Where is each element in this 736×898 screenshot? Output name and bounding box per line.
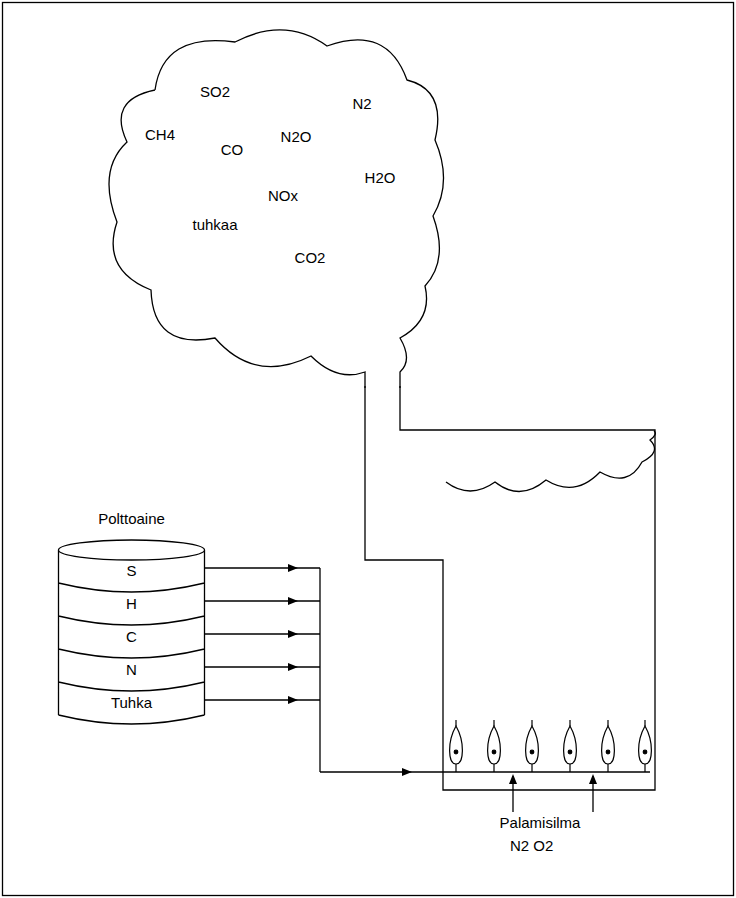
fuel-component: C bbox=[58, 625, 205, 649]
gas-name: CH4 bbox=[145, 126, 175, 144]
air-label: Palamisilma bbox=[500, 814, 581, 832]
burner-pipe bbox=[443, 771, 650, 772]
gas-name: H2O bbox=[365, 169, 396, 187]
node-outline bbox=[95, 20, 450, 390]
smoke-cloud: SO2N2CH4 N2O CO H2O NOx tuhkaaCO2 bbox=[95, 20, 450, 390]
fuel-heading: Polttoaine bbox=[98, 510, 165, 528]
burner-flames bbox=[450, 720, 652, 772]
inner-smoke bbox=[446, 431, 655, 492]
fuel-component: Tuhka bbox=[58, 691, 205, 715]
gas-name: N2 bbox=[352, 95, 371, 113]
gas-name: N2O bbox=[281, 128, 312, 146]
gas-name: CO2 bbox=[295, 249, 326, 267]
fuel-cylinder: PolttoaineSHCNTuhka bbox=[58, 540, 205, 720]
gas-name: NOx bbox=[268, 187, 298, 205]
gas-name: tuhkaa bbox=[192, 216, 237, 234]
gas-name: SO2 bbox=[200, 83, 230, 101]
element-symbol: Tuhka bbox=[111, 694, 152, 712]
fuel-component: H bbox=[58, 592, 205, 616]
frame bbox=[3, 3, 734, 896]
air-components: N2 O2 bbox=[510, 837, 553, 855]
element-symbol: H bbox=[126, 595, 137, 613]
gas-name: CO bbox=[221, 141, 244, 159]
chimney-and-boiler bbox=[365, 386, 655, 790]
element-symbol: C bbox=[126, 628, 137, 646]
fuel-component: S bbox=[58, 559, 205, 583]
fuel-component: N bbox=[58, 658, 205, 682]
element-symbol: N bbox=[126, 661, 137, 679]
element-symbol: S bbox=[126, 562, 136, 580]
